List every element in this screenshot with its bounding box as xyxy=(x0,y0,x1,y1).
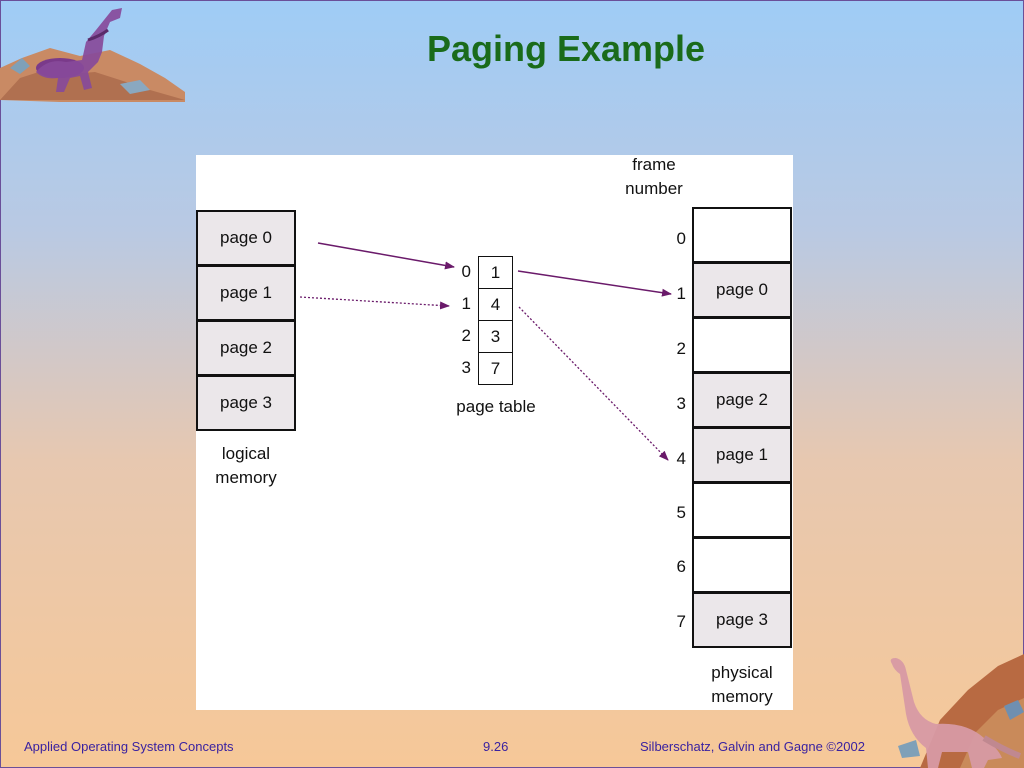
arrow-table0-to-frame1 xyxy=(517,270,672,297)
logical-memory-page-cell: page 3 xyxy=(196,375,296,431)
logical-memory-page-cell: page 1 xyxy=(196,265,296,321)
physical-memory-frame-cell xyxy=(692,207,792,263)
frame-number-header-line: number xyxy=(625,179,683,198)
footer-copyright: Silberschatz, Galvin and Gagne ©2002 xyxy=(640,739,865,754)
page-table-index: 2 xyxy=(461,326,471,345)
logical-memory-label: logical memory xyxy=(196,442,296,490)
frame-number: 0 xyxy=(676,229,686,248)
physical-memory-frame-cell: page 0 xyxy=(692,262,792,318)
frame-number-header: frame number xyxy=(608,153,700,201)
physical-memory-frame-cell: page 2 xyxy=(692,372,792,428)
page-table-index: 3 xyxy=(461,358,471,377)
logical-memory-label-line: memory xyxy=(215,468,277,487)
frame-number: 7 xyxy=(676,612,686,631)
logical-memory-page-cell: page 2 xyxy=(196,320,296,376)
frame-number: 6 xyxy=(676,557,686,576)
frame-number: 2 xyxy=(676,339,686,358)
page-table-frame-cell: 4 xyxy=(478,288,513,321)
page-table-frame-cell: 7 xyxy=(478,352,513,385)
arrow-page0-to-table xyxy=(317,242,455,270)
diagram-panel: page 0 page 1 page 2 page 3 logical memo… xyxy=(196,155,793,710)
arrow-page1-to-table xyxy=(299,296,450,310)
frame-number: 1 xyxy=(676,284,686,303)
page-table-label: page table xyxy=(456,397,536,416)
footer-page-number: 9.26 xyxy=(483,739,509,754)
physical-memory-label-line: memory xyxy=(711,687,773,706)
frame-number: 3 xyxy=(676,394,686,413)
slide-title: Paging Example xyxy=(426,28,706,69)
page-table-index: 0 xyxy=(461,262,471,281)
logical-memory-label-line: logical xyxy=(221,444,271,463)
mapping-arrows xyxy=(299,242,672,461)
t-rex-dinosaur-icon xyxy=(0,8,185,102)
arrow-table1-to-frame4 xyxy=(518,306,669,461)
physical-memory-frame-cell: page 3 xyxy=(692,592,792,648)
frame-number: 5 xyxy=(676,503,686,522)
physical-memory-label-line: physical xyxy=(711,663,773,682)
page-table-frame-cell: 3 xyxy=(478,320,513,353)
physical-memory-label: physical memory xyxy=(692,661,792,709)
footer-course-title: Applied Operating System Concepts xyxy=(24,739,234,754)
brontosaurus-dinosaur-icon xyxy=(890,654,1024,768)
page-table-index: 1 xyxy=(461,294,471,313)
frame-number-header-line: frame xyxy=(632,155,676,174)
frame-number: 4 xyxy=(676,449,686,468)
physical-memory-frame-cell xyxy=(692,537,792,593)
